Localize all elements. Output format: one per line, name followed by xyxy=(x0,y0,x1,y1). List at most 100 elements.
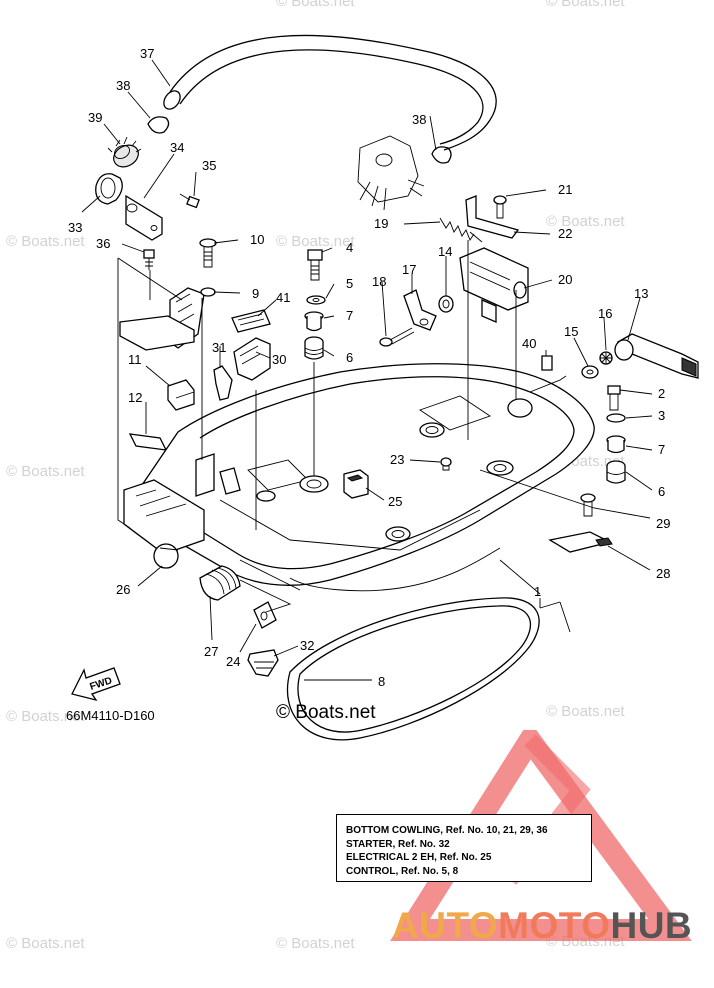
callout-10: 10 xyxy=(250,232,264,247)
spring xyxy=(439,217,483,243)
bolt xyxy=(379,327,415,347)
bolt xyxy=(179,193,200,209)
nut xyxy=(581,365,599,379)
callout-13: 13 xyxy=(634,286,648,301)
collar xyxy=(304,311,324,332)
screw xyxy=(440,457,452,471)
callout-2: 2 xyxy=(658,386,665,401)
starter-outline xyxy=(357,135,425,211)
cap xyxy=(95,173,123,205)
watermark: © Boats.net xyxy=(6,463,85,480)
bracket xyxy=(459,247,529,323)
logo-text-part: MOTO xyxy=(498,905,611,946)
label-plate xyxy=(231,309,271,333)
callout-3: 3 xyxy=(658,408,665,423)
callout-27: 27 xyxy=(204,644,218,659)
collar xyxy=(606,435,626,454)
callout-18: 18 xyxy=(372,274,386,289)
lower-plate xyxy=(119,315,195,351)
washer xyxy=(606,413,626,423)
callout-34: 34 xyxy=(170,140,184,155)
grommet xyxy=(304,336,324,360)
watermark: © Boats.net xyxy=(276,935,355,952)
watermark: © Boats.net xyxy=(546,213,625,230)
automotohub-logo-text: AUTOMOTOHUB xyxy=(392,905,692,947)
callouts: 37 38 39 34 35 33 36 10 4 5 7 6 9 41 31 … xyxy=(68,46,670,689)
logo-text-part: HUB xyxy=(610,905,693,946)
note-line: STARTER, Ref. No. 32 xyxy=(346,838,450,850)
bolt xyxy=(580,493,596,517)
grommet xyxy=(199,565,241,601)
watermark: © Boats.net xyxy=(6,708,85,725)
note-line: CONTROL, Ref. No. 5, 8 xyxy=(346,865,459,877)
callout-25: 25 xyxy=(388,494,402,509)
star-washer xyxy=(599,351,613,365)
callout-31: 31 xyxy=(212,340,226,355)
screw xyxy=(493,195,507,219)
bolt xyxy=(143,249,155,270)
callout-14: 14 xyxy=(438,244,452,259)
callout-38: 38 xyxy=(116,78,130,93)
callout-39: 39 xyxy=(88,110,102,125)
callout-22: 22 xyxy=(558,226,572,241)
callout-26: 26 xyxy=(116,582,130,597)
callout-19: 19 xyxy=(374,216,388,231)
callout-21: 21 xyxy=(558,182,572,197)
washer xyxy=(306,295,326,305)
bolt xyxy=(307,249,323,281)
fwd-arrow: FWD xyxy=(71,667,121,702)
small-label xyxy=(541,355,553,371)
bracket xyxy=(548,531,613,553)
callout-41: 41 xyxy=(276,290,290,305)
diagram-code: 66M4110-D160 xyxy=(66,708,155,723)
callout-37: 37 xyxy=(140,46,154,61)
watermark: © Boats.net xyxy=(6,233,85,250)
reference-note-box: BOTTOM COWLING, Ref. No. 10, 21, 29, 36 … xyxy=(336,814,592,882)
plug xyxy=(153,543,179,569)
watermark: © Boats.net xyxy=(546,703,625,720)
callout-9: 9 xyxy=(252,286,259,301)
callout-35: 35 xyxy=(202,158,216,173)
bolt xyxy=(607,385,621,411)
watermark: © Boats.net xyxy=(546,0,625,10)
clamp xyxy=(233,337,271,381)
callout-24: 24 xyxy=(226,654,240,669)
callout-1: 1 xyxy=(534,584,541,599)
callout-23: 23 xyxy=(390,452,404,467)
block xyxy=(167,379,195,411)
callout-7: 7 xyxy=(346,308,353,323)
callout-6: 6 xyxy=(658,484,665,499)
watermark: © Boats.net xyxy=(276,0,355,10)
callout-11: 11 xyxy=(128,352,142,367)
note-line: ELECTRICAL 2 EH, Ref. No. 25 xyxy=(346,852,492,863)
callout-12: 12 xyxy=(128,390,142,405)
bushing xyxy=(438,295,454,313)
bracket xyxy=(125,194,163,241)
grommet xyxy=(606,460,626,484)
callout-29: 29 xyxy=(656,516,670,531)
lever xyxy=(614,333,699,379)
callout-4: 4 xyxy=(346,240,353,255)
hose-clip xyxy=(147,116,170,134)
callout-16: 16 xyxy=(598,306,612,321)
callout-6: 6 xyxy=(346,350,353,365)
callout-33: 33 xyxy=(68,220,82,235)
watermark: © Boats.net xyxy=(276,233,355,250)
callout-8: 8 xyxy=(378,674,385,689)
connector xyxy=(343,469,369,499)
hose xyxy=(163,34,497,151)
leader-lines xyxy=(81,59,653,681)
grommet xyxy=(107,136,142,168)
note-line: BOTTOM COWLING, Ref. No. 10, 21, 29, 36 xyxy=(346,825,548,836)
plate xyxy=(465,195,520,239)
lever-bracket xyxy=(403,289,437,331)
clip xyxy=(213,365,233,401)
callout-30: 30 xyxy=(272,352,286,367)
callout-38: 38 xyxy=(412,112,426,127)
callout-40: 40 xyxy=(522,336,536,351)
bolt xyxy=(199,238,217,268)
grommet xyxy=(247,649,279,677)
seal-ring xyxy=(286,597,540,741)
